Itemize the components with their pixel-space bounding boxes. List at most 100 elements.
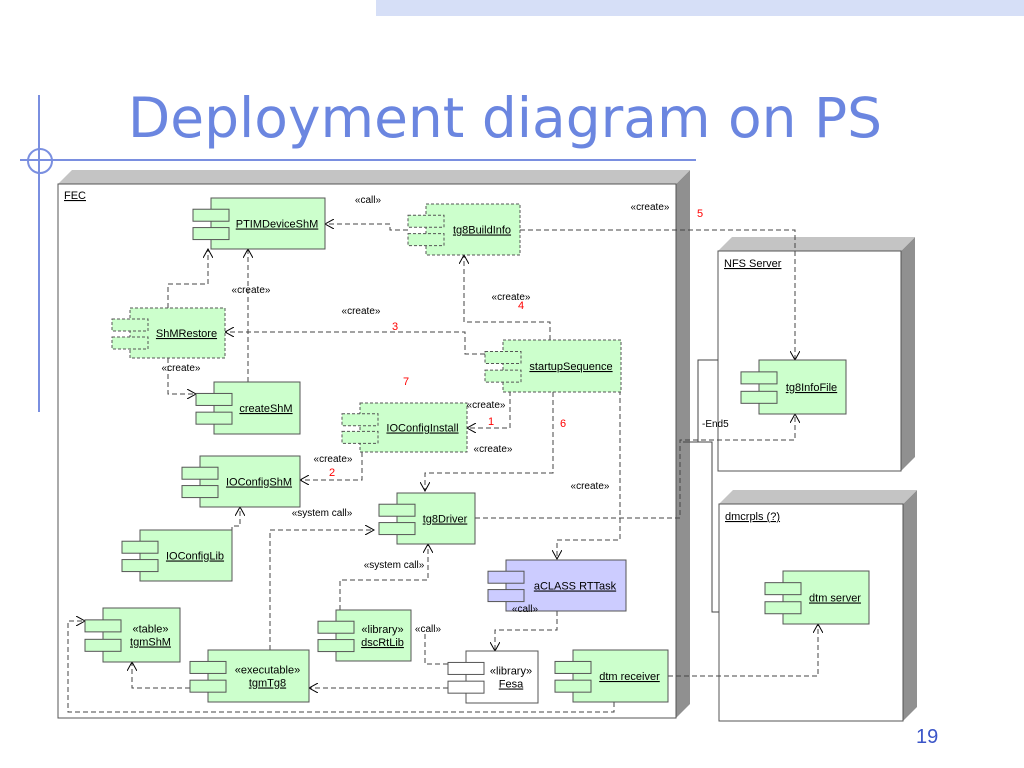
component-tab-1 (189, 660, 227, 674)
system-call-1-label: «system call» (292, 508, 353, 519)
component-label: IOConfigInstall (386, 423, 458, 435)
connector-install-ioconfigshm (300, 452, 363, 480)
component-tab-2 (764, 601, 802, 615)
connector-tgmtg8-tgmshm (132, 662, 190, 689)
component-tab-1 (317, 620, 355, 634)
component-fesa: «library»Fesa (447, 650, 539, 704)
component-ptimdeviceshm: PTIMDeviceShM (192, 197, 326, 250)
component-label: IOConfigShM (226, 477, 292, 489)
component-ioconfigshm: IOConfigShM (181, 455, 301, 508)
connector-startup-driver (425, 392, 554, 491)
component-tab-1 (447, 661, 485, 675)
component-tg8driver: tg8Driver (378, 492, 476, 545)
component-label: tg8InfoFile (786, 382, 837, 394)
component-label: ShMRestore (156, 328, 217, 340)
component-label: «executable» (235, 665, 300, 677)
component-label: createShM (239, 403, 292, 415)
connector-dtm-frame (67, 621, 615, 713)
connector-driver-tg8infofile (475, 414, 795, 519)
connector-dsc-driver (339, 544, 428, 610)
create-shm-label: «create» (162, 363, 201, 374)
component-label: IOConfigLib (166, 551, 224, 563)
nfs-server-node: NFS Server (717, 237, 915, 472)
component-tab-2 (192, 227, 230, 241)
component-tab-1 (181, 466, 219, 480)
connector-shmrestore-createshm (167, 358, 196, 394)
step-number-1: 1 (488, 416, 494, 428)
component-tab-2 (189, 679, 227, 693)
dmcrpls-label: dmcrpls (?) (725, 511, 780, 523)
step-number-2: 2 (329, 467, 335, 479)
connector-tgmtg8-driver (269, 530, 374, 650)
component-createshm: createShM (195, 381, 301, 435)
component-tab-2 (484, 369, 522, 383)
component-label: dtm server (809, 593, 861, 605)
component-shmrestore: ShMRestore (111, 307, 226, 359)
connector-dtmreceiver-dtmserver (668, 624, 818, 677)
component-tab-2 (341, 430, 379, 444)
create-5-label: «create» (631, 202, 670, 213)
connector-aclass-fesa (495, 611, 558, 651)
component-tab-2 (84, 638, 122, 652)
component-dtmserver: dtm server (764, 570, 870, 625)
call-dsc-label: «call» (415, 624, 442, 635)
component-tab-2 (317, 639, 355, 653)
create-1-label: «create» (467, 400, 506, 411)
component-label: «library» (361, 624, 403, 636)
component-label: tgmShM (130, 637, 171, 649)
step-number-3: 3 (392, 321, 398, 333)
page-number: 19 (916, 726, 939, 748)
component-tab-2 (378, 522, 416, 536)
header-bar (376, 0, 1024, 16)
component-tab-2 (121, 559, 159, 573)
component-label: tgmTg8 (249, 678, 286, 690)
component-tab-1 (487, 570, 525, 584)
link-fec-dmcrpls (683, 441, 719, 613)
component-tab-1 (111, 318, 149, 332)
component-tgmshm: «table»tgmShM (84, 607, 181, 663)
component-label: «library» (490, 666, 532, 678)
component-tab-1 (84, 619, 122, 633)
slide-title: Deployment diagram on PS (127, 86, 883, 150)
step-number-6: 6 (560, 418, 566, 430)
component-tab-2 (740, 390, 778, 404)
component-label: aCLASS RTTask (534, 581, 617, 593)
component-tab-1 (121, 540, 159, 554)
end5-label: -End5 (702, 419, 729, 430)
component-tab-1 (484, 350, 522, 364)
component-tg8buildinfo: tg8BuildInfo (407, 203, 521, 256)
connector-startup-shmrestore (225, 332, 485, 355)
connector-shmrestore-ptim (167, 249, 208, 308)
decorative-horizontal-line (20, 159, 696, 161)
component-startupsequence: startupSequence (484, 339, 622, 393)
create-4-label: «create» (492, 292, 531, 303)
component-tab-1 (192, 208, 230, 222)
component-tg8infofile: tg8InfoFile (740, 359, 847, 415)
component-tab-2 (407, 233, 445, 247)
decorative-circle (27, 148, 53, 174)
component-tab-1 (195, 392, 233, 406)
component-dtmreceiver: dtm receiver (554, 649, 669, 703)
component-label: dtm receiver (599, 671, 660, 683)
connector-startup-ioconfiginstall (467, 391, 511, 428)
component-label: dscRtLib (361, 637, 404, 649)
call-aclass-label: «call» (512, 604, 539, 615)
create-ptim-label: «create» (232, 285, 271, 296)
component-label: «table» (132, 624, 168, 636)
component-label: tg8Driver (423, 514, 468, 526)
connector-buildinfo-tg8infofile (520, 229, 795, 360)
component-label: startupSequence (529, 361, 612, 373)
create-driver-label: «create» (571, 481, 610, 492)
system-call-2-label: «system call» (364, 560, 425, 571)
component-tab-1 (407, 214, 445, 228)
component-tab-1 (341, 413, 379, 427)
nfs-server-label: NFS Server (724, 258, 782, 270)
component-ioconfiglib: IOConfigLib (121, 529, 233, 582)
component-aclass: aCLASS RTTask (487, 559, 627, 612)
component-label: tg8BuildInfo (453, 225, 511, 237)
component-tab-1 (378, 503, 416, 517)
component-ioconfiginstall: IOConfigInstall (341, 402, 468, 453)
create-6-label: «create» (474, 444, 513, 455)
component-tab-2 (554, 679, 592, 693)
fec-node-label: FEC (64, 190, 86, 202)
